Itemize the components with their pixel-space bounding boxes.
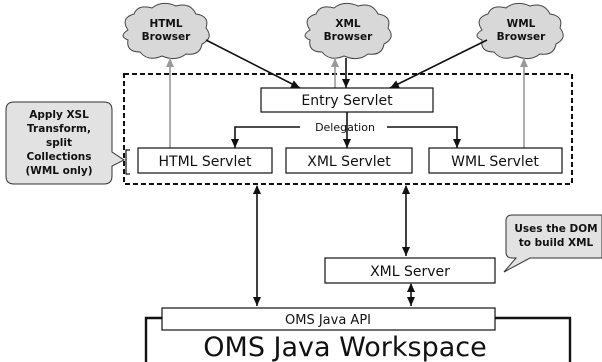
xml-server-label: XML Server bbox=[370, 264, 450, 280]
entry-servlet-box bbox=[260, 87, 434, 113]
xml-browser-line2: Browser bbox=[324, 31, 373, 43]
xml-servlet-box bbox=[285, 147, 413, 174]
xsl-callout-line2: Transform, bbox=[27, 123, 91, 135]
arrow-delegation-wml bbox=[387, 126, 461, 148]
wml-browser-cloud: WML Browser bbox=[476, 2, 564, 60]
arrow-wml-browser-to-entry bbox=[389, 39, 488, 89]
oms-api-box bbox=[161, 307, 496, 331]
dom-callout-line2: to build XML bbox=[519, 237, 594, 249]
arrow-delegation-html bbox=[231, 126, 300, 148]
dom-callout-line1: Uses the DOM bbox=[514, 223, 597, 235]
wml-browser-line2: Browser bbox=[497, 31, 546, 43]
xsl-callout-line5: (WML only) bbox=[25, 165, 92, 177]
xsl-callout-line4: Collections bbox=[26, 151, 91, 163]
dom-callout: Uses the DOM to build XML bbox=[503, 214, 602, 273]
wml-servlet-box bbox=[428, 147, 563, 174]
xsl-callout: Apply XSL Transform, split Collections (… bbox=[5, 101, 125, 185]
xsl-callout-line1: Apply XSL bbox=[29, 109, 89, 121]
arrow-html-browser-to-entry bbox=[205, 39, 301, 89]
delegation-label: Delegation bbox=[315, 121, 375, 134]
xsl-callout-line3: split bbox=[46, 137, 72, 149]
xml-browser-cloud: XML Browser bbox=[304, 2, 392, 60]
entry-servlet-label: Entry Servlet bbox=[301, 93, 393, 109]
oms-api-label: OMS Java API bbox=[285, 313, 371, 328]
oms-workspace-label: OMS Java Workspace bbox=[203, 332, 486, 362]
servlet-container bbox=[123, 73, 573, 185]
wml-browser-line1: WML bbox=[507, 18, 536, 30]
callout-brace bbox=[125, 149, 130, 175]
xml-server-box bbox=[324, 257, 496, 284]
html-browser-line2: Browser bbox=[142, 31, 191, 43]
xml-servlet-label: XML Servlet bbox=[307, 154, 391, 170]
html-browser-cloud: HTML Browser bbox=[122, 2, 210, 60]
wml-servlet-label: WML Servlet bbox=[451, 154, 539, 170]
xml-browser-line1: XML bbox=[335, 18, 361, 30]
html-servlet-label: HTML Servlet bbox=[159, 154, 252, 170]
html-servlet-box bbox=[137, 147, 273, 174]
html-browser-line1: HTML bbox=[149, 18, 182, 30]
